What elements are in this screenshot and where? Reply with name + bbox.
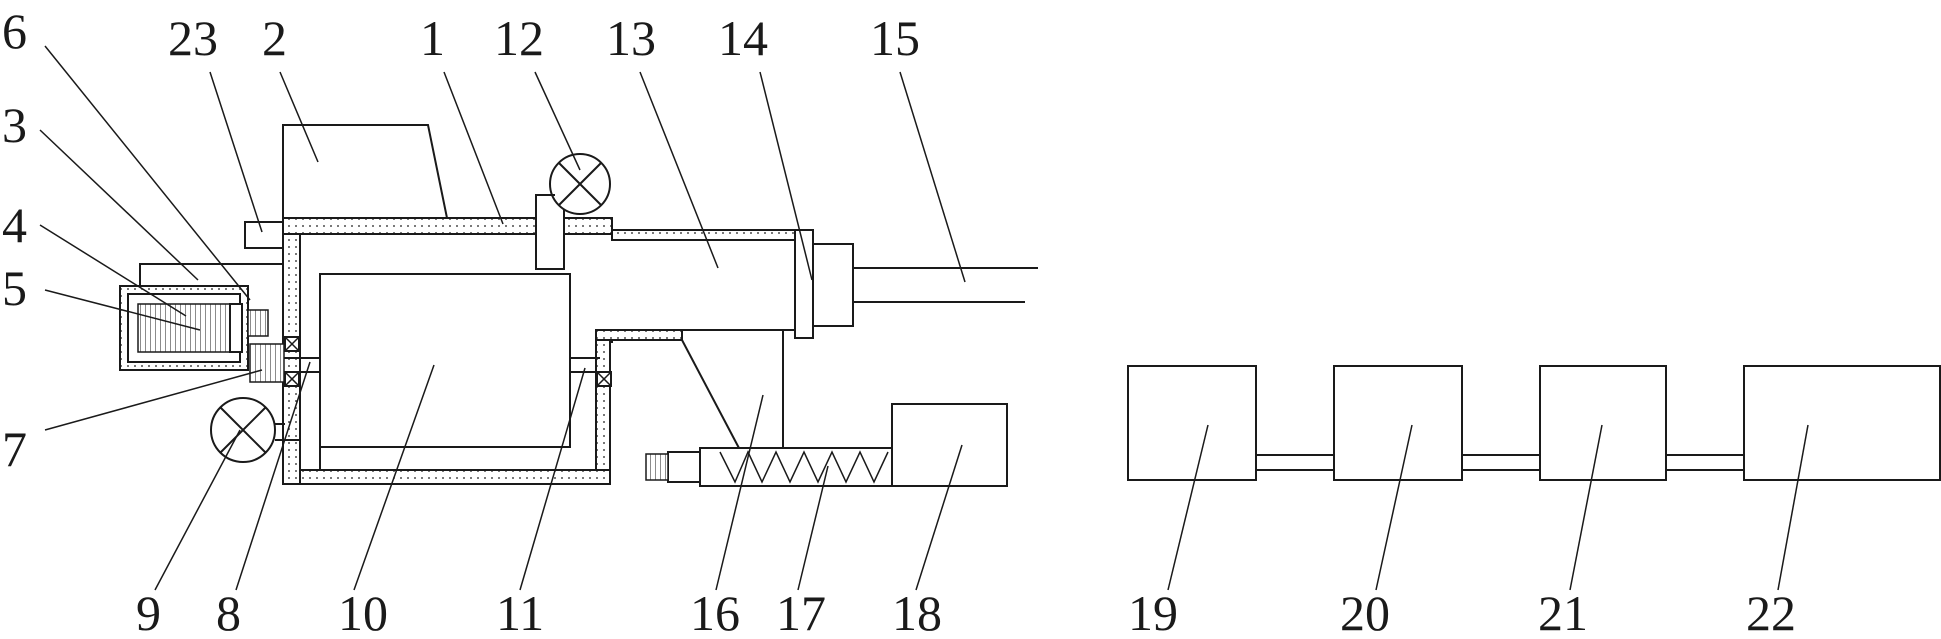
label-22: 22 bbox=[1746, 585, 1796, 639]
discharge-pipe bbox=[853, 267, 1038, 303]
motor-body bbox=[137, 303, 243, 353]
box-21 bbox=[1539, 365, 1667, 481]
label-4: 4 bbox=[2, 197, 27, 253]
label-15: 15 bbox=[870, 10, 920, 66]
box-18 bbox=[891, 403, 1008, 487]
side-lug bbox=[244, 221, 286, 249]
drying-chamber bbox=[682, 240, 796, 470]
label-9: 9 bbox=[136, 585, 161, 639]
gear-small bbox=[247, 309, 269, 337]
label-18: 18 bbox=[892, 585, 942, 639]
label-2: 2 bbox=[262, 10, 287, 66]
label-11: 11 bbox=[496, 585, 544, 639]
discharge-chute bbox=[681, 339, 784, 451]
screw-conveyor bbox=[645, 447, 893, 487]
label-14: 14 bbox=[718, 10, 768, 66]
box-20 bbox=[1333, 365, 1463, 481]
motor-assembly bbox=[119, 263, 285, 383]
bearing-left bbox=[284, 336, 300, 387]
label-10: 10 bbox=[338, 585, 388, 639]
label-16: 16 bbox=[690, 585, 740, 639]
bearing-right bbox=[596, 371, 612, 387]
label-3: 3 bbox=[2, 97, 27, 153]
inner-drum bbox=[319, 273, 571, 448]
leader-lines bbox=[39, 45, 1809, 591]
label-17: 17 bbox=[776, 585, 826, 639]
label-23: 23 bbox=[168, 10, 218, 66]
label-19: 19 bbox=[1128, 585, 1178, 639]
fan-left-icon bbox=[210, 397, 300, 463]
label-7: 7 bbox=[2, 421, 27, 477]
label-12: 12 bbox=[494, 10, 544, 66]
label-6: 6 bbox=[2, 3, 27, 59]
box-19 bbox=[1127, 365, 1257, 481]
gear-large bbox=[249, 343, 285, 383]
box-22 bbox=[1743, 365, 1941, 481]
feed-hopper bbox=[282, 124, 448, 232]
label-1: 1 bbox=[420, 10, 445, 66]
label-8: 8 bbox=[216, 585, 241, 639]
label-13: 13 bbox=[606, 10, 656, 66]
label-21: 21 bbox=[1538, 585, 1588, 639]
label-5: 5 bbox=[2, 260, 27, 316]
fan-top-icon bbox=[535, 153, 611, 270]
connector-flange bbox=[794, 229, 854, 339]
label-20: 20 bbox=[1340, 585, 1390, 639]
